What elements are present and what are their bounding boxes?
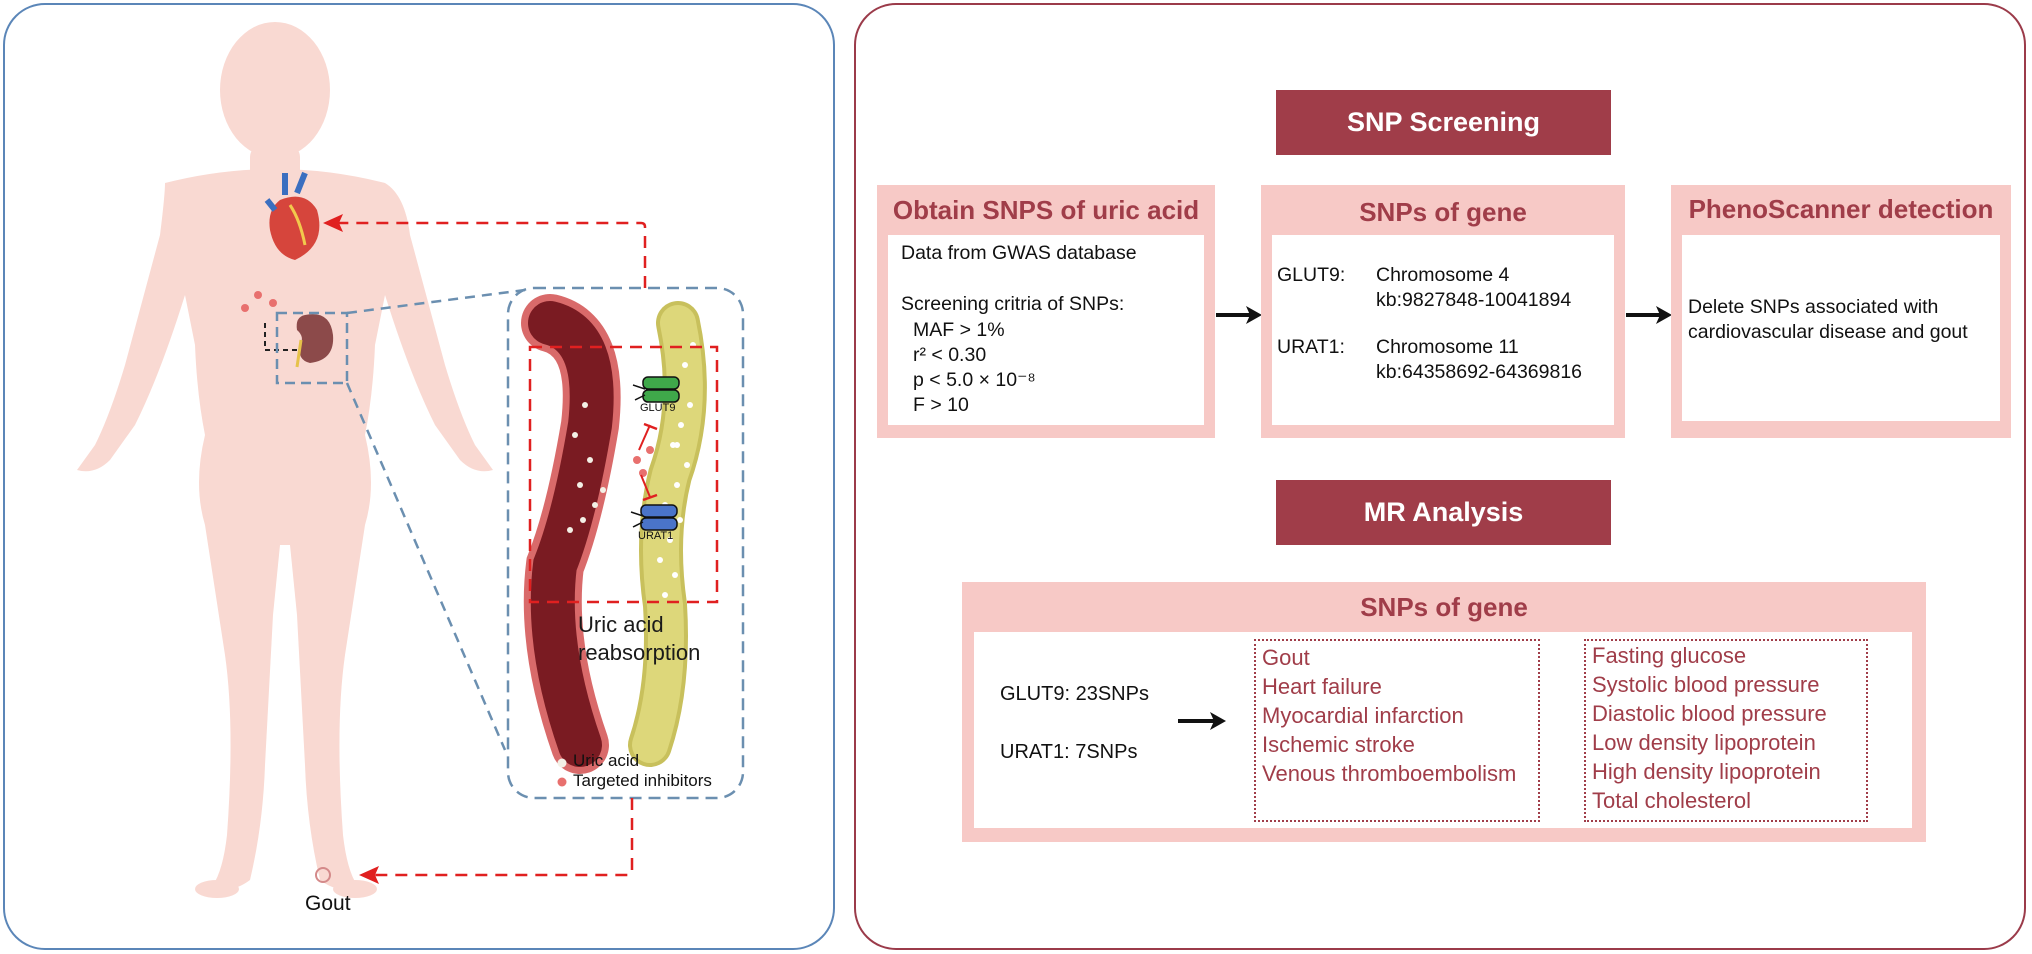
outcome-item: Venous thromboembolism [1262, 761, 1517, 786]
uric-acid-legend-icon [557, 758, 567, 768]
criteria-p: p < 5.0 × 10⁻⁸ [913, 369, 1036, 391]
urat1-kb-range: kb:64358692-64369816 [1376, 361, 1583, 383]
snps-of-gene-title: SNPs of gene [1359, 197, 1527, 227]
arrow-right-icon [1178, 712, 1226, 730]
heart-icon [264, 171, 320, 260]
glut9-snp-count: GLUT9: 23SNPs [1000, 683, 1149, 705]
phenoscanner-text-line2: cardiovascular disease and gout [1688, 321, 1968, 343]
urat1-label: URAT1 [638, 530, 674, 542]
workflow-panel [854, 3, 2026, 950]
glut9-transporter-icon [632, 376, 680, 403]
body-illustration [77, 22, 745, 898]
covariate-item: High density lipoprotein [1592, 759, 1821, 784]
criteria-f: F > 10 [913, 394, 969, 416]
phenoscanner-text-line1: Delete SNPs associated with [1688, 296, 1939, 318]
reabsorption-label: Uric acid reabsorption [578, 612, 701, 665]
criteria-r2: r² < 0.30 [913, 344, 987, 366]
glut9-chromosome: Chromosome 4 [1376, 264, 1510, 286]
covariate-item: Diastolic blood pressure [1592, 701, 1827, 726]
outcome-item: Heart failure [1262, 674, 1382, 699]
outcome-item: Gout [1262, 645, 1310, 670]
arrow-right-icon [1626, 306, 1672, 324]
phenoscanner-box: PhenoScanner detection Delete SNPs assoc… [1671, 185, 2011, 438]
covariate-item: Fasting glucose [1592, 643, 1747, 668]
legend-uric-acid: Uric acid [573, 751, 640, 770]
covariate-item: Low density lipoprotein [1592, 730, 1816, 755]
snps-of-gene-content: GLUT9: Chromosome 4 kb:9827848-10041894 … [1272, 235, 1614, 425]
arrow-right-icon [1216, 306, 1262, 324]
outcomes-list: Gout Heart failure Myocardial infarction… [1254, 639, 1540, 822]
phenoscanner-title: PhenoScanner detection [1688, 194, 1994, 224]
snps-of-gene-box: SNPs of gene GLUT9: Chromosome 4 kb:9827… [1261, 185, 1625, 438]
legend-targeted-inhibitors: Targeted inhibitors [573, 771, 712, 790]
mr-snps-of-gene-title: SNPs of gene [1360, 592, 1528, 622]
urat1-gene-label: URAT1: [1277, 336, 1345, 358]
covariates-list: Fasting glucose Systolic blood pressure … [1584, 639, 1868, 822]
kidney-icon [295, 314, 334, 368]
glut9-kb-range: kb:9827848-10041894 [1376, 289, 1572, 311]
gwas-source-text: Data from GWAS database [901, 242, 1137, 264]
snp-screening-header: SNP Screening [1276, 90, 1611, 155]
outcome-item: Myocardial infarction [1262, 703, 1464, 728]
urat1-transporter-icon [630, 504, 678, 531]
urat1-snp-count: URAT1: 7SNPs [1000, 741, 1138, 763]
covariate-item: Systolic blood pressure [1592, 672, 1820, 697]
criteria-maf: MAF > 1% [913, 319, 1005, 341]
glut9-gene-label: GLUT9: [1277, 264, 1346, 286]
obtain-snps-box: Obtain SNPS of uric acid Data from GWAS … [877, 185, 1215, 438]
body-illustration-panel: Gout Uric acid reabsorption GLUT9 URAT1 … [3, 3, 835, 950]
obtain-snps-title: Obtain SNPS of uric acid [892, 195, 1200, 225]
outcome-item: Ischemic stroke [1262, 732, 1415, 757]
human-body-figure [77, 22, 493, 898]
screening-criteria-heading: Screening critria of SNPs: [901, 293, 1125, 315]
mr-snps-of-gene-box: SNPs of gene GLUT9: 23SNPs URAT1: 7SNPs … [962, 582, 1926, 842]
gout-joint-icon [315, 867, 331, 883]
obtain-snps-content: Data from GWAS database Screening critri… [888, 235, 1204, 425]
gout-label: Gout [305, 892, 351, 915]
inhibitor-legend-icon [557, 777, 567, 787]
covariate-item: Total cholesterol [1592, 788, 1751, 813]
urat1-chromosome: Chromosome 11 [1376, 336, 1519, 358]
phenoscanner-content: Delete SNPs associated with cardiovascul… [1682, 235, 2000, 421]
mr-snps-content: GLUT9: 23SNPs URAT1: 7SNPs Gout Heart fa… [974, 632, 1912, 828]
mr-analysis-header: MR Analysis [1276, 480, 1611, 545]
glut9-label: GLUT9 [640, 402, 676, 414]
